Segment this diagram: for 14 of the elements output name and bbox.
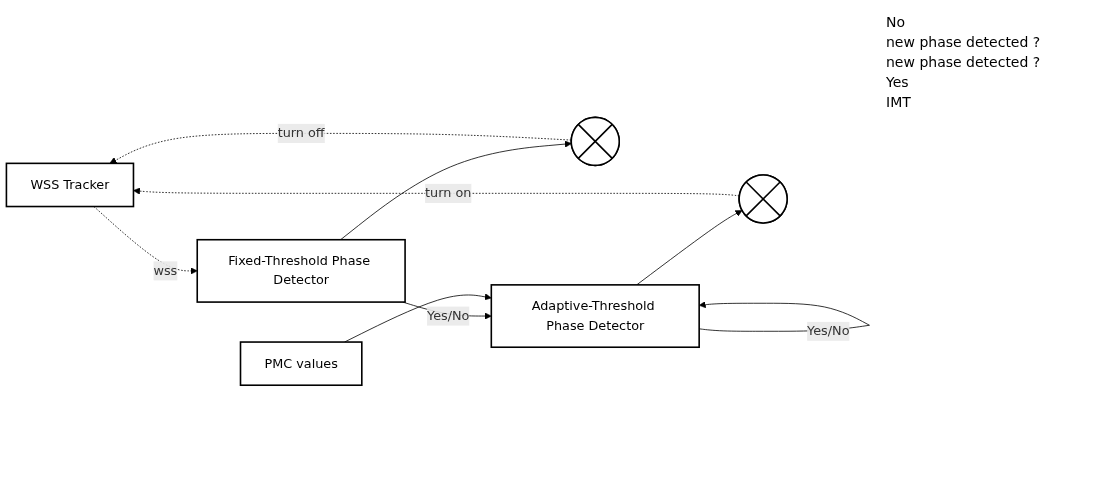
node-box: Fixed-Threshold Phase Detector [196, 238, 406, 303]
edge-label: Yes/No [427, 307, 470, 323]
node-box: PMC values [239, 340, 363, 386]
edge-label: wss [153, 262, 178, 278]
label-text: Yes [886, 74, 910, 90]
node-box: WSS Tracker [5, 162, 135, 207]
label-text: No [886, 14, 907, 30]
label-text: new phase detected ? [886, 54, 1042, 70]
label-text: IMT [886, 94, 912, 110]
node-box: Adaptive-Threshold Phase Detector [490, 283, 700, 348]
edge-label: turn on [425, 185, 472, 201]
label-text: new phase detected ? [886, 34, 1042, 50]
edge-label: turn off [277, 125, 325, 141]
edge-label: Yes/No [807, 322, 850, 339]
